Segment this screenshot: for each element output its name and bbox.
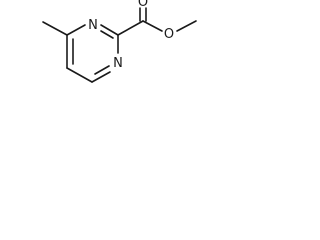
bond-n3-c2-inner: [100, 30, 114, 39]
bond-n3-c2: [100, 24, 119, 36]
atom-label-o-ester: O: [164, 27, 174, 42]
bond-c2-carbonyl: [117, 20, 144, 36]
bond-n1-c6: [91, 71, 111, 83]
bond-c4-n3: [66, 24, 86, 36]
bond-oester-methyl: [176, 20, 197, 32]
bond-c6-c5: [66, 67, 93, 83]
bond-carbonyl-oester: [142, 20, 163, 32]
bond-methyl: [42, 21, 68, 36]
bond-n1-c6-inner: [94, 65, 110, 75]
atom-label-n-bottom: N: [113, 56, 123, 71]
atom-label-o-carbonyl: O: [138, 0, 148, 10]
chemical-structure: N N O O: [42, 0, 197, 83]
atom-label-n-top: N: [88, 18, 98, 33]
